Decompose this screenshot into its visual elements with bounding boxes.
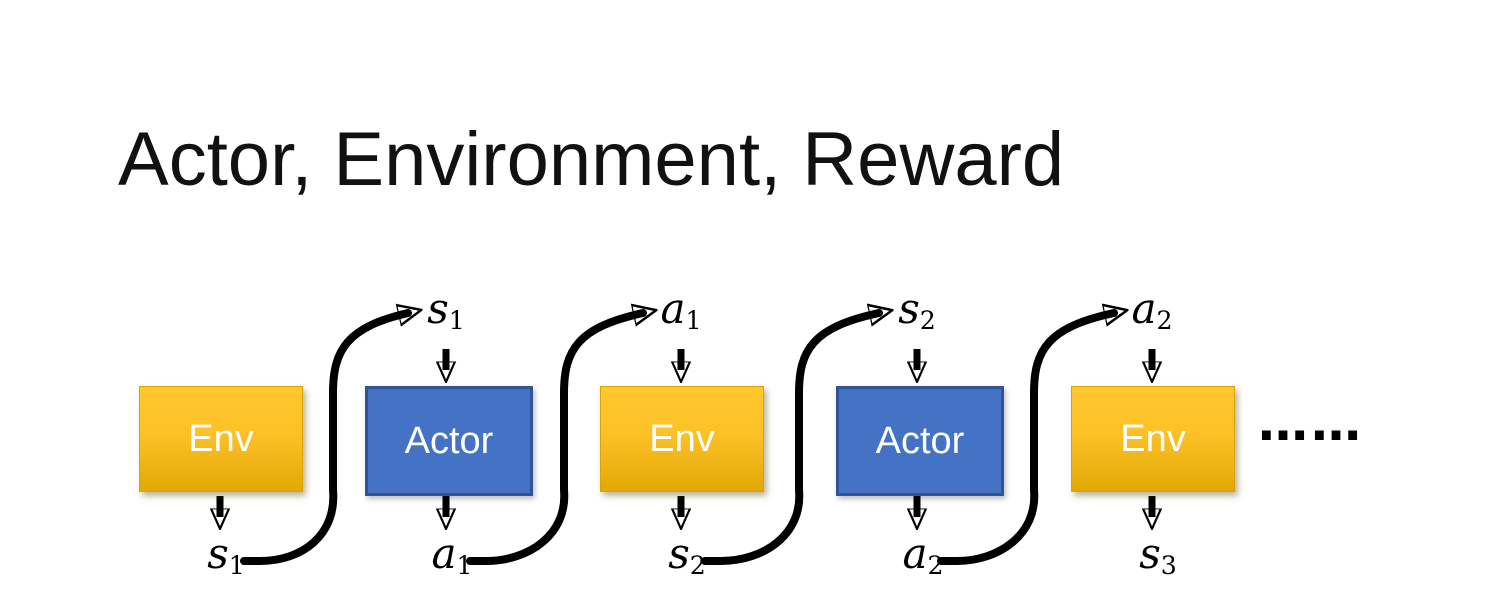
bottom-label-s2-sub: 2: [689, 551, 706, 581]
actor-box-1: Actor: [365, 386, 533, 496]
top-label-a1: a1: [660, 288, 702, 336]
top-label-s2: s2: [898, 288, 936, 336]
top-label-s2-base: s: [898, 284, 920, 333]
continuation-ellipsis: ……: [1258, 394, 1364, 452]
curved-arrow-s2: [701, 313, 879, 565]
env-box-1: Env: [139, 386, 303, 492]
bottom-label-s2: s2: [668, 533, 706, 581]
top-label-s1: s1: [427, 288, 465, 336]
top-label-a2-sub: 2: [1156, 306, 1173, 336]
top-label-s2-sub: 2: [919, 306, 936, 336]
top-label-a2-base: a: [1131, 284, 1157, 333]
bottom-label-s1-sub: 1: [228, 551, 245, 581]
top-label-a1-base: a: [660, 284, 686, 333]
slide-title: Actor, Environment, Reward: [118, 117, 1065, 202]
bottom-label-a2-sub: 2: [927, 551, 944, 581]
bottom-label-s1-base: s: [207, 529, 229, 578]
bottom-label-s1: s1: [207, 533, 245, 581]
bottom-label-a1-sub: 1: [456, 551, 473, 581]
curved-arrow-a1: [466, 313, 643, 565]
bottom-label-s3-sub: 3: [1160, 551, 1177, 581]
top-label-a1-sub: 1: [685, 306, 702, 336]
bottom-label-a1: a1: [431, 533, 473, 581]
top-label-s1-base: s: [427, 284, 449, 333]
bottom-label-a2: a2: [902, 533, 944, 581]
curved-arrow-a2: [937, 313, 1114, 565]
curved-arrow-s1: [240, 313, 408, 565]
env-box-2: Env: [600, 386, 764, 492]
bottom-label-s2-base: s: [668, 529, 690, 578]
bottom-label-a2-base: a: [902, 529, 928, 578]
bottom-label-a1-base: a: [431, 529, 457, 578]
bottom-label-s3: s3: [1139, 533, 1177, 581]
env-box-3: Env: [1071, 386, 1235, 492]
top-label-s1-sub: 1: [448, 306, 465, 336]
top-label-a2: a2: [1131, 288, 1173, 336]
actor-box-2: Actor: [836, 386, 1004, 496]
bottom-label-s3-base: s: [1139, 529, 1161, 578]
